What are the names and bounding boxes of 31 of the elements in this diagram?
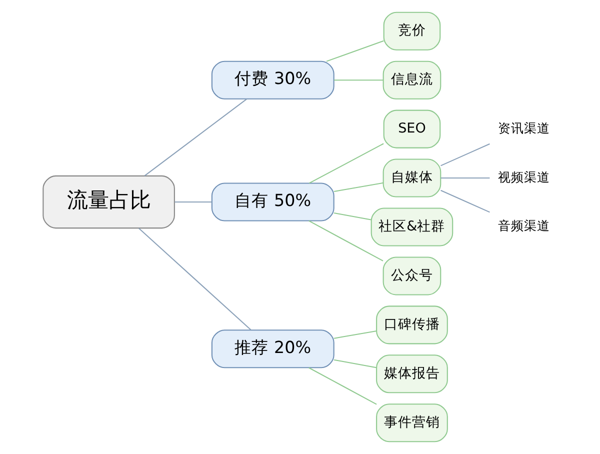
node-box: 公众号	[382, 256, 441, 296]
connector	[333, 330, 376, 339]
connector	[333, 182, 383, 192]
node-box: SEO	[382, 110, 440, 148]
connector	[334, 80, 383, 81]
node-box: 竞价	[382, 12, 440, 50]
connector	[333, 359, 376, 368]
node-box: 流量占比	[42, 175, 174, 229]
connector	[144, 98, 246, 176]
connector	[440, 143, 490, 166]
connector	[333, 212, 371, 220]
node-box: 社区&社群	[370, 208, 453, 246]
connector	[308, 220, 383, 262]
connector	[308, 143, 384, 184]
connector	[138, 228, 251, 330]
node-box: 自媒体	[382, 158, 441, 198]
node-box: 自有 50%	[210, 182, 334, 222]
node-text: 视频渠道	[497, 169, 550, 184]
node-box: 推荐 20%	[210, 330, 334, 368]
node-box: 事件营销	[376, 404, 448, 442]
connector	[440, 178, 490, 179]
node-text: 资讯渠道	[497, 120, 550, 136]
connector	[326, 40, 384, 62]
connector	[440, 190, 490, 213]
node-text: 音频渠道	[497, 218, 550, 234]
node-box: 媒体报告	[376, 354, 448, 394]
connector	[174, 201, 212, 203]
node-box: 信息流	[382, 60, 441, 100]
node-box: 付费 30%	[210, 60, 334, 100]
connector	[308, 367, 376, 405]
node-box: 口碑传播	[376, 306, 448, 344]
